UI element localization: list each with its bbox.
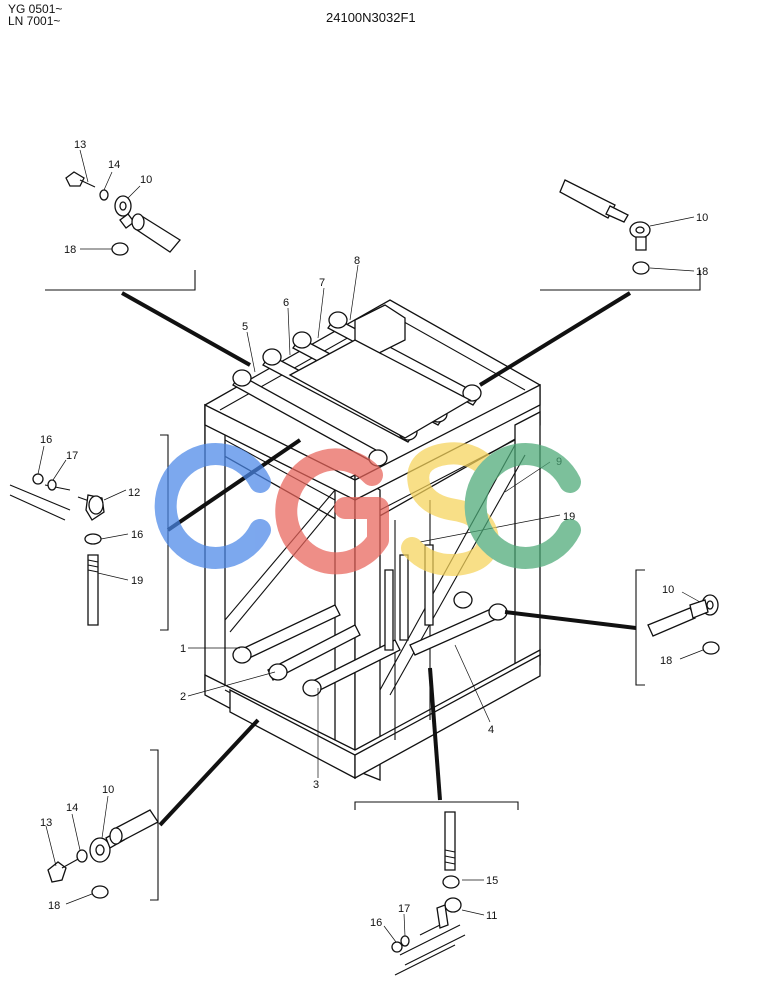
callout-11-br: 11 <box>486 910 497 922</box>
callout-7: 7 <box>319 277 325 289</box>
callout-4: 4 <box>488 724 494 736</box>
callout-14-tl: 14 <box>108 159 120 171</box>
detail-top-left: 13 14 10 18 <box>45 139 196 291</box>
detail-bottom-right: 15 16 17 11 <box>354 801 519 976</box>
detail-mid-right: 10 18 <box>635 569 720 686</box>
callout-16-br: 16 <box>370 917 382 929</box>
callout-3: 3 <box>313 779 319 791</box>
callout-12-ml: 12 <box>128 487 140 499</box>
callout-10-bl: 10 <box>102 784 114 796</box>
callout-2: 2 <box>180 691 186 703</box>
serial-range-yg: YG 0501~ <box>8 2 63 16</box>
callout-18-bl: 18 <box>48 900 60 912</box>
callout-10-tr: 10 <box>696 212 708 224</box>
watermark-c-green <box>464 443 581 569</box>
callout-18-tr: 18 <box>696 266 708 278</box>
serial-range-ln: LN 7001~ <box>8 14 61 28</box>
callout-6: 6 <box>283 297 289 309</box>
callout-13-tl: 13 <box>74 139 86 151</box>
detail-bottom-left: 14 10 13 18 <box>40 749 159 912</box>
lower-control-rods <box>232 544 508 697</box>
callout-17-br: 17 <box>398 903 410 915</box>
drawing-number: 24100N3032F1 <box>326 10 416 25</box>
callout-5: 5 <box>242 321 248 333</box>
cgsc-watermark-logo <box>154 442 581 577</box>
upper-control-rods <box>232 304 482 467</box>
callout-14-bl: 14 <box>66 802 78 814</box>
watermark-c-blue <box>154 443 271 569</box>
detail-top-right: 10 18 <box>540 179 708 291</box>
callout-10-mr: 10 <box>662 584 674 596</box>
detail-connectors <box>121 291 637 827</box>
callout-18-mr: 18 <box>660 655 672 667</box>
callout-16-ml-top: 16 <box>40 434 52 446</box>
callout-18-tl: 18 <box>64 244 76 256</box>
watermark-s-yellow <box>401 442 501 577</box>
callout-15-br: 15 <box>486 875 498 887</box>
callout-1: 1 <box>180 643 186 655</box>
callout-19-ml: 19 <box>131 575 143 587</box>
callout-16-ml-bottom: 16 <box>131 529 143 541</box>
callout-10-tl: 10 <box>140 174 152 186</box>
watermark-g-red <box>275 448 389 575</box>
callout-17-ml: 17 <box>66 450 78 462</box>
callout-13-bl: 13 <box>40 817 52 829</box>
callout-8: 8 <box>354 255 360 267</box>
detail-mid-left: 16 17 12 16 19 <box>9 434 169 631</box>
